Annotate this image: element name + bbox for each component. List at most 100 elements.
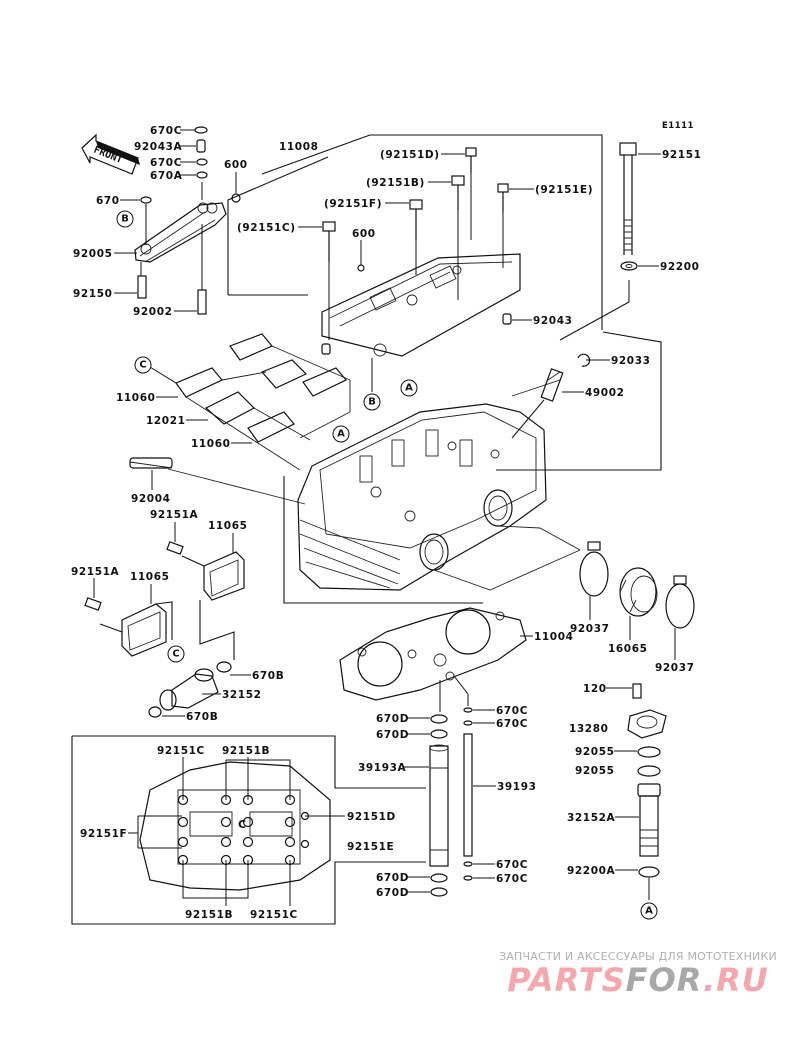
part-label-92055[interactable]: 92055 [575,746,615,758]
part-label-39193A[interactable]: 39193A [358,762,407,774]
part-label-600[interactable]: 600 [224,159,248,171]
watermark-tagline: ЗАПЧАСТИ И АКСЕССУАРЫ ДЛЯ МОТОТЕХНИКИ [499,950,777,963]
part-label-92151B[interactable]: (92151B) [366,177,425,189]
part-label-670C[interactable]: 670C [496,705,528,717]
part-label-92002[interactable]: 92002 [133,306,173,318]
part-label-670C[interactable]: 670C [150,157,182,169]
part-label-670D[interactable]: 670D [376,872,409,884]
labels-oil-pipe: 670C 92043A 670C 670A 600 670 92005 9215… [73,125,248,318]
head-bolt-marker [284,836,296,848]
part-label-670D[interactable]: 670D [376,887,409,899]
reed-valve-parts [129,333,351,505]
head-bolt-marker [177,816,189,828]
callout-A-bottom: A [640,902,658,920]
part-label-12021[interactable]: 12021 [146,415,186,427]
part-label-600[interactable]: 600 [352,228,376,240]
part-label-92200A[interactable]: 92200A [567,865,616,877]
part-label-11004[interactable]: 11004 [534,631,574,643]
cylinder-head [283,371,581,604]
part-label-32152A[interactable]: 32152A [567,812,616,824]
callout-B-upper: B [116,210,134,228]
part-label-92151A[interactable]: 92151A [150,509,199,521]
part-label-92037[interactable]: 92037 [570,623,610,635]
part-label-11060[interactable]: 11060 [191,438,231,450]
head-bolt-marker [220,836,232,848]
head-bolt-marker [220,816,232,828]
part-label-11060[interactable]: 11060 [116,392,156,404]
part-label-92150[interactable]: 92150 [73,288,113,300]
part-label-92043[interactable]: 92043 [533,315,573,327]
part-label-16065[interactable]: 16065 [608,643,648,655]
part-label-670B[interactable]: 670B [252,670,284,682]
part-label-92151C[interactable]: 92151C [157,745,205,757]
part-label-11008[interactable]: 11008 [279,141,319,153]
part-label-92151C[interactable]: 92151C [250,909,298,921]
watermark-logo: PARTSFOR.RU [488,961,788,999]
oil-fitting-stack: 120 13280 92055 92055 32152A 92200A [567,683,667,900]
part-label-670C[interactable]: 670C [496,718,528,730]
part-label-92043A[interactable]: 92043A [134,141,183,153]
part-label-670[interactable]: 670 [96,195,120,207]
part-label-670D[interactable]: 670D [376,729,409,741]
part-label-92005[interactable]: 92005 [73,248,113,260]
part-label-49002[interactable]: 49002 [585,387,625,399]
svg-text:C: C [238,818,247,831]
callout-B-lower: B [363,393,381,411]
part-label-92200[interactable]: 92200 [660,261,700,273]
part-label-92033[interactable]: 92033 [611,355,651,367]
part-label-92151F[interactable]: (92151F) [324,198,382,210]
callout-C-lower: C [167,645,185,663]
part-label-670B[interactable]: 670B [186,711,218,723]
watermark-logo-parts: PARTS [507,961,626,999]
svg-text:A: A [645,906,653,917]
valve-guide: 92033 49002 [511,353,651,439]
part-label-11065[interactable]: 11065 [130,571,170,583]
part-label-92151[interactable]: 92151 [662,149,702,161]
part-label-13280[interactable]: 13280 [569,723,609,735]
part-label-92151A[interactable]: 92151A [71,566,120,578]
part-label-92151F[interactable]: 92151F [80,828,127,840]
head-bolt-marker [242,816,254,828]
side-bolt-marker [300,839,310,849]
part-label-92151D[interactable]: 92151D [347,811,396,823]
intake-covers [84,541,245,718]
part-label-670C[interactable]: 670C [150,125,182,137]
part-label-92055[interactable]: 92055 [575,765,615,777]
part-label-670D[interactable]: 670D [376,713,409,725]
svg-text:A: A [337,429,345,440]
part-label-92151E[interactable]: 92151E [347,841,394,853]
part-label-92151C[interactable]: (92151C) [237,222,296,234]
camshaft-holder [227,134,603,392]
part-label-39193[interactable]: 39193 [497,781,537,793]
svg-text:B: B [368,397,376,408]
part-label-92151B[interactable]: 92151B [185,909,233,921]
labels-intake: 92151A 11065 92151A 11065 670B 32152 670… [71,509,284,723]
part-label-92151E[interactable]: (92151E) [535,184,593,196]
watermark: ЗАПЧАСТИ И АКСЕССУАРЫ ДЛЯ МОТОТЕХНИКИ PA… [488,950,788,999]
part-label-120[interactable]: 120 [583,683,607,695]
svg-text:B: B [121,214,129,225]
labels-dowels: 670D 670D 670C 670C 39193A 39193 670D 67… [358,705,537,899]
part-label-670C[interactable]: 670C [496,859,528,871]
svg-text:C: C [139,360,146,371]
part-label-32152[interactable]: 32152 [222,689,262,701]
callout-A-head-right: A [400,379,418,397]
part-label-92004[interactable]: 92004 [131,493,171,505]
callout-A-head-left: A [332,425,350,443]
head-bolt-marker [242,836,254,848]
head-bolt: 92151 92200 [496,142,702,471]
svg-text:C: C [172,649,179,660]
part-label-11065[interactable]: 11065 [208,520,248,532]
part-label-670C[interactable]: 670C [496,873,528,885]
part-label-92037[interactable]: 92037 [655,662,695,674]
dowels-oil-pipes [429,707,473,897]
part-label-670A[interactable]: 670A [150,170,183,182]
carb-holder-clamps: 92037 16065 92037 [570,541,695,674]
front-direction-marker: FRONT [81,133,140,175]
svg-text:A: A [405,383,413,394]
part-label-92151B[interactable]: 92151B [222,745,270,757]
watermark-logo-ru: .RU [702,961,769,999]
part-label-92151D[interactable]: (92151D) [380,149,440,161]
labels-camshaft-holder: 11008 (92151D) (92151B) (92151E) (92151F… [237,141,593,327]
